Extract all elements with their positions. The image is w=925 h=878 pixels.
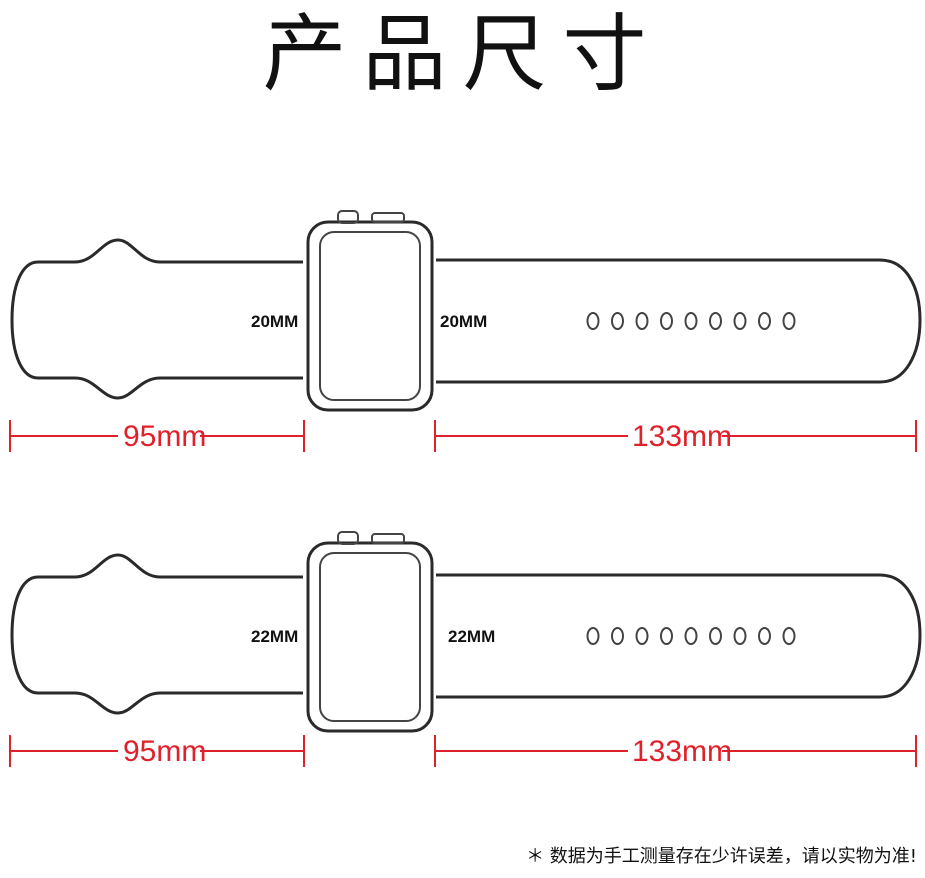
strap-hole bbox=[758, 312, 771, 330]
strap-hole bbox=[586, 312, 600, 330]
strap-hole bbox=[635, 312, 649, 330]
right-lug-size-label: 22MM bbox=[448, 627, 495, 646]
short-strap-length-label: 95mm bbox=[123, 735, 206, 768]
band-diagram-2: 22MM 22MM 95mm 133mm bbox=[9, 531, 922, 768]
watch-case-outer bbox=[306, 541, 434, 733]
watch-case-outer bbox=[306, 220, 434, 412]
strap-hole bbox=[758, 627, 771, 645]
strap-hole bbox=[684, 312, 698, 330]
short-strap-outline bbox=[10, 238, 303, 400]
short-strap-outline bbox=[10, 553, 303, 715]
measurement-disclaimer: ＊ 数据为手工测量存在少许误差，请以实物为准! bbox=[526, 846, 917, 867]
watch-case bbox=[306, 210, 434, 412]
strap-holes bbox=[586, 627, 796, 645]
watch-button-icon bbox=[371, 533, 405, 544]
long-strap-outline bbox=[436, 573, 922, 699]
strap-hole bbox=[709, 312, 722, 330]
strap-hole bbox=[611, 627, 624, 645]
strap-hole bbox=[782, 627, 796, 645]
strap-hole bbox=[660, 312, 673, 330]
long-strap-length-label: 133mm bbox=[632, 735, 732, 768]
right-lug-size-label: 20MM bbox=[440, 312, 487, 331]
long-strap-outline bbox=[436, 258, 922, 384]
band-diagram-1: 20MM 20MM 95mm 133mm bbox=[9, 210, 922, 453]
strap-hole bbox=[733, 627, 747, 645]
watch-case bbox=[306, 531, 434, 733]
strap-hole bbox=[635, 627, 649, 645]
watch-crown-icon bbox=[337, 210, 359, 224]
page-title: 产品尺寸 bbox=[262, 5, 663, 103]
watch-case-inner bbox=[319, 552, 421, 722]
strap-hole bbox=[611, 312, 624, 330]
strap-hole bbox=[782, 312, 796, 330]
left-lug-size-label: 22MM bbox=[251, 627, 298, 646]
strap-hole bbox=[709, 627, 722, 645]
short-strap-length-label: 95mm bbox=[123, 420, 206, 453]
left-lug-size-label: 20MM bbox=[251, 312, 298, 331]
long-strap-length-label: 133mm bbox=[632, 420, 732, 453]
strap-holes bbox=[586, 312, 796, 330]
watch-button-icon bbox=[371, 212, 405, 223]
strap-hole bbox=[586, 627, 600, 645]
watch-case-inner bbox=[319, 231, 421, 401]
strap-hole bbox=[684, 627, 698, 645]
strap-hole bbox=[660, 627, 673, 645]
watch-crown-icon bbox=[337, 531, 359, 545]
strap-hole bbox=[733, 312, 747, 330]
